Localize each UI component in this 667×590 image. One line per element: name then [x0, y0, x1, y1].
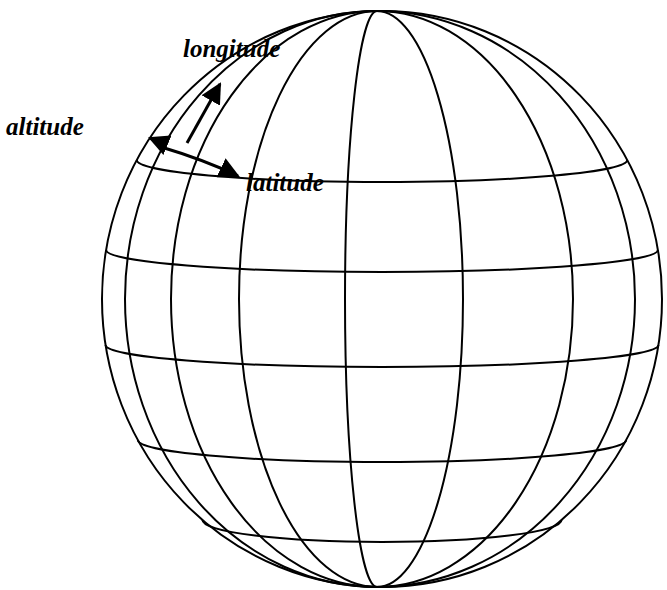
- meridian-line: [377, 11, 573, 587]
- globe-outline: [102, 11, 662, 587]
- axis-label: latitude: [246, 170, 324, 195]
- axis-label: longitude: [183, 36, 280, 61]
- axis-label: altitude: [6, 114, 84, 139]
- meridian-line: [345, 11, 377, 587]
- meridian-line: [239, 11, 377, 587]
- parallel-line: [106, 250, 658, 272]
- parallel-line: [138, 440, 626, 462]
- meridian-line: [377, 11, 463, 587]
- parallel-line: [202, 520, 561, 542]
- meridian-line: [125, 11, 377, 587]
- direction-arrows: [150, 84, 238, 176]
- parallel-line: [106, 345, 659, 367]
- altitude-arrow: [150, 138, 162, 143]
- meridian-line: [171, 11, 377, 587]
- longitude-arrow: [187, 84, 220, 143]
- meridian-line: [377, 11, 635, 587]
- latitude-arrow: [158, 146, 238, 176]
